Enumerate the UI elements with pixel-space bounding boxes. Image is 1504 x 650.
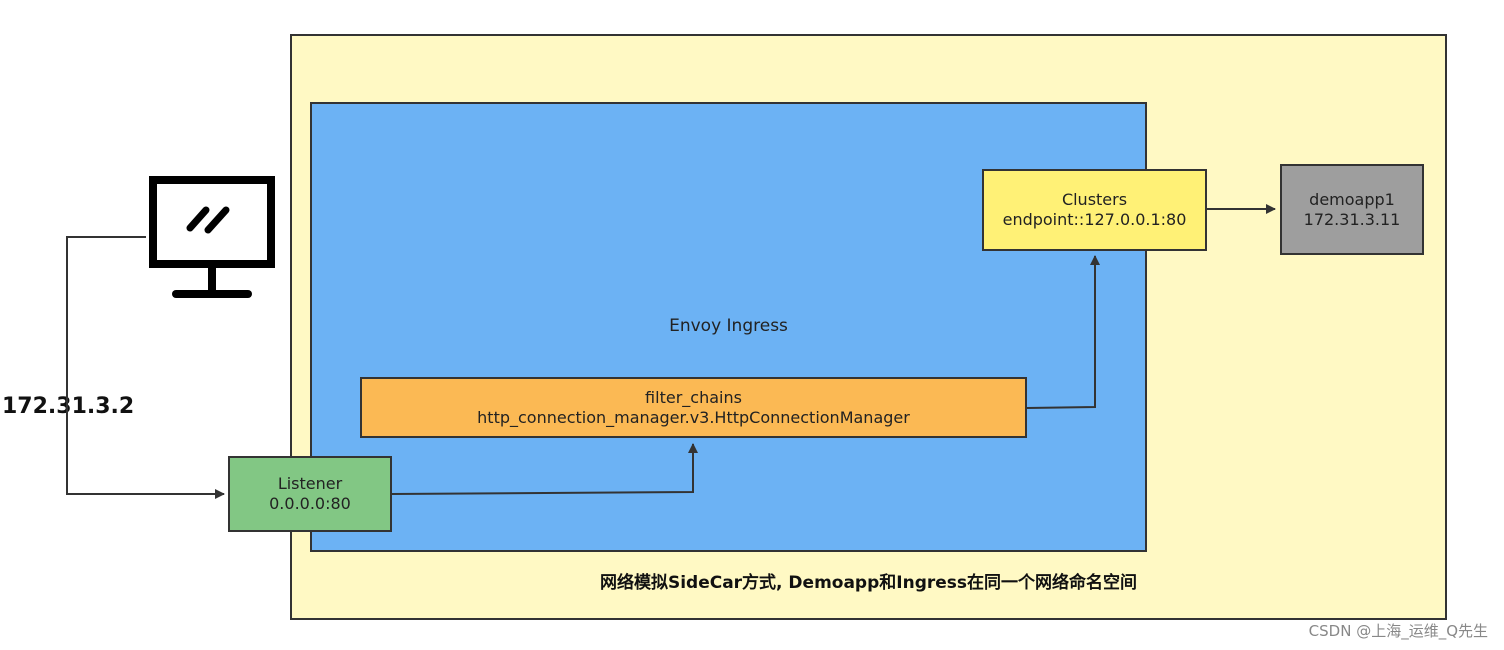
filter-chains-node: filter_chains http_connection_manager.v3…: [360, 377, 1027, 438]
client-to-listener-arrow: [66, 236, 225, 499]
listener-address: 0.0.0.0:80: [269, 494, 351, 513]
listener-to-filter-arrow: [391, 443, 698, 495]
namespace-caption: 网络模拟SideCar方式, Demoapp和Ingress在同一个网络命名空间: [599, 573, 1138, 593]
envoy-ingress-label: Envoy Ingress: [669, 316, 788, 336]
watermark: CSDN @上海_运维_Q先生: [1308, 622, 1488, 640]
demoapp-name: demoapp1: [1309, 189, 1395, 209]
demoapp-node: demoapp1 172.31.3.11: [1280, 164, 1424, 255]
clusters-node: Clusters endpoint::127.0.0.1:80: [982, 169, 1207, 251]
client-ip-label: 172.31.3.2: [2, 394, 135, 419]
listener-node: Listener 0.0.0.0:80: [228, 456, 392, 532]
monitor-icon: [149, 176, 275, 298]
clusters-title: Clusters: [1061, 190, 1128, 209]
filter-chains-manager: http_connection_manager.v3.HttpConnectio…: [477, 407, 910, 427]
demoapp-ip: 172.31.3.11: [1303, 209, 1401, 229]
clusters-endpoint: endpoint::127.0.0.1:80: [1002, 210, 1187, 229]
filter-chains-title: filter_chains: [645, 387, 742, 407]
listener-title: Listener: [277, 474, 343, 493]
filter-to-clusters-arrow: [1026, 255, 1100, 409]
